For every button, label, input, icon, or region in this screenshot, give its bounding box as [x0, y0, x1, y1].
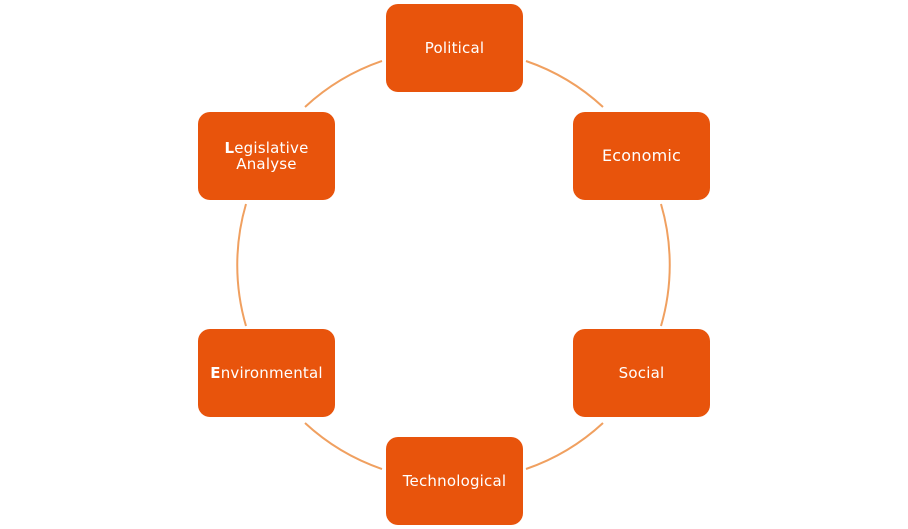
node-legislative: Legislative Analyse [198, 112, 335, 200]
arc-social-technological [525, 422, 604, 470]
node-legislative-label: Legislative Analyse [224, 140, 308, 172]
node-legislative-rest: egislative [234, 139, 309, 157]
node-social: Social [573, 329, 710, 417]
arc-political-economic [525, 60, 604, 108]
node-legislative-line2: Analyse [236, 155, 297, 173]
node-environmental-rest: nvironmental [220, 364, 323, 382]
node-environmental-initial: E [210, 364, 221, 382]
node-technological-label: Technological [402, 472, 507, 490]
arc-technological-environmental [304, 422, 383, 470]
node-economic-label: Economic [601, 146, 682, 165]
node-political-label: Political [424, 39, 485, 57]
arc-legislative-political [304, 60, 383, 108]
node-economic: Economic [573, 112, 710, 200]
arc-economic-social [660, 203, 671, 327]
node-environmental: Environmental [198, 329, 335, 417]
node-technological: Technological [386, 437, 523, 525]
node-political: Political [386, 4, 523, 92]
node-legislative-line1: Legislative [224, 140, 308, 156]
connector-arcs [236, 60, 671, 470]
arc-environmental-legislative [236, 203, 247, 327]
node-environmental-label: Environmental [210, 365, 323, 381]
node-legislative-initial: L [224, 139, 235, 157]
node-social-label: Social [618, 364, 665, 382]
